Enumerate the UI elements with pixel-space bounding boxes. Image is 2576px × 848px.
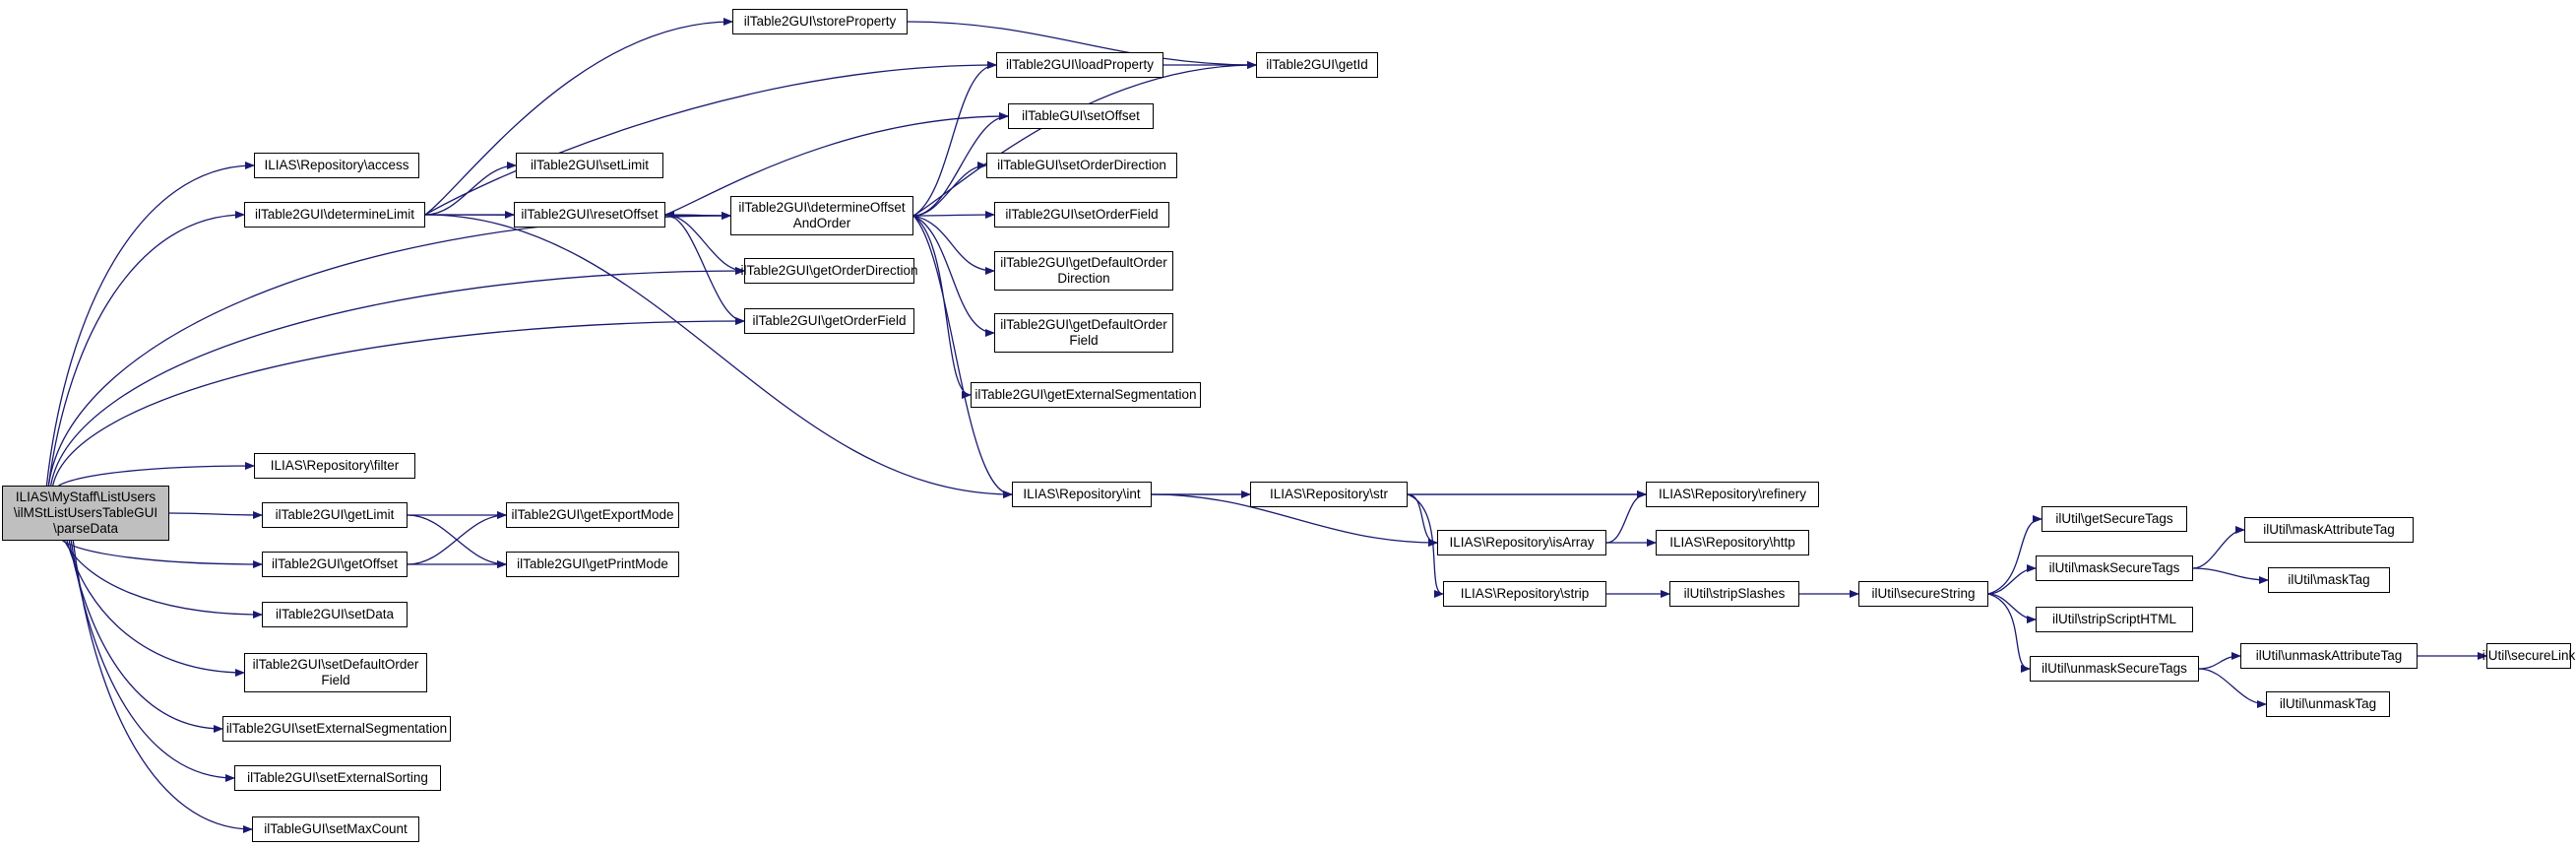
edge-determineLimit-to-storeProperty xyxy=(424,18,733,216)
node-set-order-direction[interactable]: ilTableGUI\setOrderDirection xyxy=(986,153,1177,178)
node-get-default-order-field[interactable]: ilTable2GUI\getDefaultOrder Field xyxy=(994,313,1173,353)
edge-determineLimit-to-repoInt xyxy=(424,214,1013,498)
edge-determineOffset-to-setOrderField xyxy=(912,211,995,220)
edge-root-to-getLimit xyxy=(168,510,263,519)
node-load-property[interactable]: ilTable2GUI\loadProperty xyxy=(996,52,1163,78)
edge-determineOffset-to-setOffset xyxy=(912,112,1009,217)
node-get-id[interactable]: ilTable2GUI\getId xyxy=(1256,52,1378,78)
node-secure-link[interactable]: ilUtil\secureLink xyxy=(2482,643,2575,669)
node-set-default-order-field[interactable]: ilTable2GUI\setDefaultOrder Field xyxy=(244,653,427,692)
node-unmask-secure-tags[interactable]: ilUtil\unmaskSecureTags xyxy=(2030,656,2199,682)
edge-determineOffset-to-setOrderDirection xyxy=(912,162,987,217)
edge-determineOffset-to-getId xyxy=(912,61,1257,217)
edge-unmaskSecureTags-to-unmaskAttributeTag xyxy=(2198,652,2241,670)
node-set-external-segmentation[interactable]: ilTable2GUI\setExternalSegmentation xyxy=(222,716,451,742)
node-set-order-field[interactable]: ilTable2GUI\setOrderField xyxy=(994,202,1169,228)
node-strip-slashes[interactable]: ilUtil\stripSlashes xyxy=(1669,581,1799,607)
edge-determineOffset-to-repoInt xyxy=(912,215,1013,498)
edge-determineOffset-to-resetOffset xyxy=(664,211,731,220)
node-get-print-mode[interactable]: ilTable2GUI\getPrintMode xyxy=(506,552,679,577)
node-is-array[interactable]: ILIAS\Repository\isArray xyxy=(1437,530,1606,555)
node-strip-script-h-t-m-l[interactable]: ilUtil\stripScriptHTML xyxy=(2036,607,2193,632)
edge-repoInt-to-isArray xyxy=(1151,493,1438,547)
edge-maskSecureTags-to-maskTag xyxy=(2192,567,2269,584)
node-store-property[interactable]: ilTable2GUI\storeProperty xyxy=(732,9,908,34)
node-get-limit[interactable]: ilTable2GUI\getLimit xyxy=(262,502,408,528)
edge-root-to-filter xyxy=(58,462,255,487)
node-secure-string[interactable]: ilUtil\secureString xyxy=(1858,581,1988,607)
edge-determineOffset-to-getDefaultOrderField xyxy=(912,215,995,337)
edge-root-to-getOrderDirection xyxy=(50,267,745,487)
node-unmask-attribute-tag[interactable]: ilUtil\unmaskAttributeTag xyxy=(2240,643,2418,669)
edge-secureString-to-stripScriptHTML xyxy=(1987,593,2037,623)
edge-root-to-setMaxCount xyxy=(72,540,253,833)
node-set-external-sorting[interactable]: ilTable2GUI\setExternalSorting xyxy=(234,765,441,791)
edge-determineLimit-to-loadProperty xyxy=(424,61,997,216)
edge-getOffset-to-getExportMode xyxy=(407,511,507,565)
edge-root-to-getOrderField xyxy=(52,317,745,487)
edge-resetOffset-to-getOrderField xyxy=(664,214,745,325)
node-repo-str[interactable]: ILIAS\Repository\str xyxy=(1250,482,1408,507)
node-filter[interactable]: ILIAS\Repository\filter xyxy=(254,453,415,479)
edge-isArray-to-refinery xyxy=(1605,490,1647,544)
edge-resetOffset-to-setOffset xyxy=(664,112,1009,216)
node-get-offset[interactable]: ilTable2GUI\getOffset xyxy=(262,552,408,577)
edge-root-to-determineOffset xyxy=(47,212,731,487)
node-root[interactable]: ILIAS\MyStaff\ListUsers \ilMStListUsersT… xyxy=(2,486,169,541)
node-mask-secure-tags[interactable]: ilUtil\maskSecureTags xyxy=(2036,555,2193,581)
node-get-secure-tags[interactable]: ilUtil\getSecureTags xyxy=(2042,506,2187,532)
node-access[interactable]: ILIAS\Repository\access xyxy=(254,153,419,178)
edge-root-to-setExternalSorting xyxy=(70,540,235,782)
edge-resetOffset-to-getOrderDirection xyxy=(664,214,745,275)
edge-repoStr-to-strip xyxy=(1407,493,1444,598)
edge-secureString-to-unmaskSecureTags xyxy=(1987,593,2031,673)
node-repo-int[interactable]: ILIAS\Repository\int xyxy=(1012,482,1152,507)
node-set-max-count[interactable]: ilTableGUI\setMaxCount xyxy=(252,816,419,842)
edge-determineOffset-to-getDefaultOrderDirection xyxy=(912,215,995,275)
edge-root-to-determineLimit xyxy=(47,211,245,487)
node-determine-limit[interactable]: ilTable2GUI\determineLimit xyxy=(244,202,425,228)
edge-determineOffset-to-getExternalSegmentation xyxy=(912,215,972,399)
node-set-data[interactable]: ilTable2GUI\setData xyxy=(262,602,408,627)
node-get-order-field[interactable]: ilTable2GUI\getOrderField xyxy=(744,308,914,334)
node-http[interactable]: ILIAS\Repository\http xyxy=(1656,530,1809,555)
edge-maskSecureTags-to-maskAttributeTag xyxy=(2192,526,2245,569)
edge-root-to-access xyxy=(45,162,255,487)
edge-unmaskSecureTags-to-unmaskTag xyxy=(2198,668,2267,708)
edge-storeProperty-to-getId xyxy=(907,21,1257,69)
node-refinery[interactable]: ILIAS\Repository\refinery xyxy=(1646,482,1819,507)
edge-secureString-to-getSecureTags xyxy=(1987,515,2042,595)
node-get-order-direction[interactable]: ilTable2GUI\getOrderDirection xyxy=(740,258,918,284)
node-get-external-segmentation[interactable]: ilTable2GUI\getExternalSegmentation xyxy=(971,382,1201,408)
node-set-limit[interactable]: ilTable2GUI\setLimit xyxy=(516,153,663,178)
node-strip[interactable]: ILIAS\Repository\strip xyxy=(1443,581,1606,607)
node-mask-attribute-tag[interactable]: ilUtil\maskAttributeTag xyxy=(2244,517,2414,543)
edge-secureString-to-maskSecureTags xyxy=(1987,564,2037,595)
node-get-default-order-direction[interactable]: ilTable2GUI\getDefaultOrder Direction xyxy=(994,251,1173,291)
edge-root-to-getOffset xyxy=(62,540,263,568)
edge-determineOffset-to-loadProperty xyxy=(912,61,997,217)
node-unmask-tag[interactable]: ilUtil\unmaskTag xyxy=(2266,691,2390,717)
node-set-offset[interactable]: ilTableGUI\setOffset xyxy=(1008,103,1154,129)
node-get-export-mode[interactable]: ilTable2GUI\getExportMode xyxy=(506,502,679,528)
edge-root-to-setData xyxy=(64,540,263,619)
edge-determineLimit-to-setLimit xyxy=(424,162,517,216)
node-reset-offset[interactable]: ilTable2GUI\resetOffset xyxy=(514,202,665,228)
edge-repoStr-to-isArray xyxy=(1407,493,1438,547)
node-mask-tag[interactable]: ilUtil\maskTag xyxy=(2268,567,2390,593)
node-determine-offset[interactable]: ilTable2GUI\determineOffset AndOrder xyxy=(730,196,913,235)
